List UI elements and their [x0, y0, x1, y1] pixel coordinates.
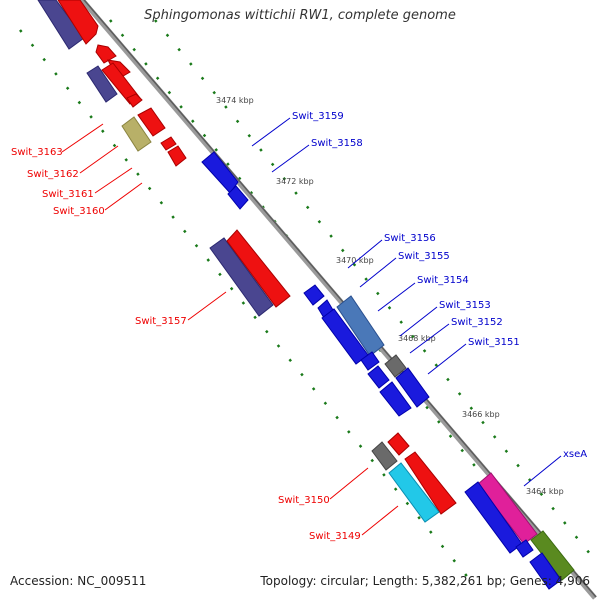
- minus-leader: [104, 182, 143, 211]
- label-leaders: [61, 117, 562, 536]
- plus-leader: [359, 257, 397, 288]
- minus-gene-labels: Swit_3163 Swit_3162 Swit_3161 Swit_3160 …: [11, 147, 361, 542]
- kbp-label: 3474 kbp: [216, 96, 254, 105]
- gene-shape[interactable]: [379, 381, 412, 417]
- gene-shape[interactable]: [201, 151, 239, 194]
- plus-leader: [251, 117, 291, 147]
- gene-shape[interactable]: [303, 284, 325, 306]
- gene-shape[interactable]: [395, 367, 430, 408]
- gene-shape[interactable]: [86, 65, 118, 103]
- gene-shape[interactable]: [126, 93, 143, 108]
- plus-leader: [377, 282, 416, 312]
- gene-shape[interactable]: [384, 354, 407, 378]
- gene-label-swit-3162[interactable]: Swit_3162: [27, 169, 79, 180]
- gene-label-swit-3160[interactable]: Swit_3160: [53, 206, 105, 217]
- topology-text: Topology: circular; Length: 5,382,261 bp…: [260, 574, 590, 588]
- gene-shape[interactable]: [227, 185, 249, 210]
- kbp-label: 3470 kbp: [336, 256, 374, 265]
- gene-label-swit-3163[interactable]: Swit_3163: [11, 147, 63, 158]
- gene-shape[interactable]: [160, 136, 177, 151]
- plus-leader: [523, 455, 562, 487]
- gene-shape[interactable]: [477, 472, 538, 545]
- gene-shape[interactable]: [95, 44, 117, 64]
- gene-shape[interactable]: [121, 116, 152, 152]
- gene-shape[interactable]: [387, 432, 410, 456]
- page-title: Sphingomonas wittichii RW1, complete gen…: [144, 8, 456, 23]
- minus-leader: [94, 167, 133, 194]
- minus-leader: [329, 467, 369, 500]
- gene-label-swit-3151[interactable]: Swit_3151: [468, 337, 520, 348]
- gene-label-swit-3149[interactable]: Swit_3149: [309, 531, 361, 542]
- gene-label-swit-3158[interactable]: Swit_3158: [311, 138, 363, 149]
- minus-strand-genes: [37, 0, 457, 523]
- gene-label-swit-3156[interactable]: Swit_3156: [384, 233, 436, 244]
- kbp-label: 3466 kbp: [462, 410, 500, 419]
- gene-shape[interactable]: [226, 229, 291, 308]
- kbp-label: 3464 kbp: [526, 487, 564, 496]
- kbp-label: 3472 kbp: [276, 177, 314, 186]
- tick-track-inner-left: [19, 29, 471, 581]
- gene-label-swit-3153[interactable]: Swit_3153: [439, 300, 491, 311]
- plus-leader: [409, 323, 450, 354]
- plus-gene-labels: Swit_3159 Swit_3158 Swit_3156 Swit_3155 …: [292, 111, 587, 460]
- gene-label-swit-3152[interactable]: Swit_3152: [451, 317, 503, 328]
- gene-shape[interactable]: [388, 462, 440, 523]
- gene-shape[interactable]: [529, 552, 562, 590]
- gene-shape[interactable]: [360, 351, 380, 371]
- gene-shape[interactable]: [515, 539, 534, 558]
- gene-label-swit-3159[interactable]: Swit_3159: [292, 111, 344, 122]
- minus-leader: [61, 123, 104, 153]
- accession-text: Accession: NC_009511: [10, 574, 147, 588]
- genome-backbone-shade: [83, 0, 597, 598]
- minus-leader: [79, 145, 119, 174]
- plus-leader: [427, 343, 467, 375]
- gene-label-swit-3150[interactable]: Swit_3150: [278, 495, 330, 506]
- gene-shape[interactable]: [137, 107, 166, 137]
- gene-shape[interactable]: [336, 295, 385, 357]
- gene-shape[interactable]: [367, 365, 390, 389]
- plus-leader: [399, 306, 438, 337]
- gene-label-swit-3155[interactable]: Swit_3155: [398, 251, 450, 262]
- gene-label-swit-3161[interactable]: Swit_3161: [42, 189, 94, 200]
- minus-leader: [361, 505, 399, 536]
- plus-leader: [347, 239, 383, 269]
- gene-shape[interactable]: [209, 237, 274, 317]
- minus-leader: [187, 291, 227, 321]
- kbp-label: 3468 kbp: [398, 334, 436, 343]
- gene-shape[interactable]: [167, 145, 187, 167]
- gene-shape[interactable]: [404, 451, 457, 515]
- gene-label-xsea[interactable]: xseA: [563, 449, 587, 460]
- gene-label-swit-3157[interactable]: Swit_3157: [135, 316, 187, 327]
- plus-strand-genes: [201, 151, 575, 590]
- gene-shape[interactable]: [371, 441, 398, 471]
- plus-leader: [271, 144, 310, 173]
- gene-label-swit-3154[interactable]: Swit_3154: [417, 275, 469, 286]
- gene-shape[interactable]: [57, 0, 99, 45]
- kbp-ticks: 3474 kbp 3472 kbp 3470 kbp 3468 kbp 3466…: [216, 96, 564, 496]
